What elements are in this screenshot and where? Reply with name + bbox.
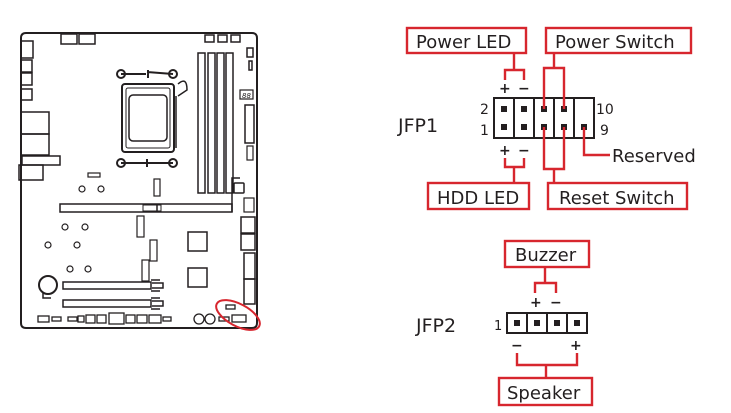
top-connectors bbox=[60, 33, 254, 71]
speaker-plus: + bbox=[570, 338, 582, 354]
pin bbox=[554, 320, 560, 326]
small-header bbox=[87, 172, 101, 178]
jfp1-diagram: JFP1 2 1 10 9 + − + − bbox=[397, 26, 696, 211]
buzzer-plus: + bbox=[530, 295, 542, 311]
pcie-slot-1 bbox=[59, 177, 245, 213]
hdd-led-label: HDD LED bbox=[437, 188, 519, 209]
debug-led-text: 88 bbox=[242, 92, 251, 100]
power-led-plus: + bbox=[499, 81, 511, 97]
pin bbox=[514, 320, 520, 326]
hdd-led-plus: + bbox=[499, 143, 511, 159]
jfp2-leader-lines bbox=[515, 268, 579, 378]
cmos-battery bbox=[38, 275, 58, 295]
bottom-headers bbox=[37, 304, 247, 325]
chipset-1 bbox=[187, 231, 208, 252]
jfp2-connector bbox=[506, 312, 588, 334]
reset-switch-label: Reset Switch bbox=[559, 188, 675, 209]
pcie-slot-2 bbox=[62, 279, 164, 292]
rear-io bbox=[18, 40, 61, 181]
pin bbox=[521, 106, 527, 112]
right-connectors bbox=[240, 216, 256, 305]
pin bbox=[501, 106, 507, 112]
header-small bbox=[246, 145, 254, 161]
chipset-2 bbox=[187, 267, 208, 288]
motherboard: 88 bbox=[18, 32, 258, 329]
jfp1-pin-2-label: 2 bbox=[480, 102, 489, 118]
power-led-minus: − bbox=[518, 81, 530, 97]
power-switch-label: Power Switch bbox=[555, 32, 675, 53]
pcie-slot-3 bbox=[62, 297, 164, 310]
buzzer-label: Buzzer bbox=[515, 245, 577, 266]
jfp2-diagram: JFP2 1 + − − + Buzzer Speaker bbox=[415, 239, 594, 407]
jfp2-title: JFP2 bbox=[415, 315, 456, 337]
jfp1-pin-10-label: 10 bbox=[596, 102, 614, 118]
jfp1-pin-9-label: 9 bbox=[600, 123, 609, 139]
atx-power-connector bbox=[244, 104, 255, 144]
jfp1-leader-lines bbox=[503, 53, 610, 183]
jfp2-pin-1-label: 1 bbox=[494, 319, 502, 334]
debug-led-display bbox=[239, 89, 254, 100]
jfp2-pins bbox=[514, 320, 580, 326]
mounting-holes bbox=[44, 223, 92, 273]
pin bbox=[501, 124, 507, 130]
power-led-label: Power LED bbox=[416, 32, 511, 53]
jfp1-label-boxes bbox=[405, 26, 693, 211]
pin bbox=[534, 320, 540, 326]
board-outline bbox=[20, 32, 258, 329]
dimm-slots bbox=[197, 52, 234, 194]
jfp1-title: JFP1 bbox=[397, 115, 438, 137]
pin bbox=[521, 124, 527, 130]
hdd-led-minus: − bbox=[518, 143, 530, 159]
jfp2-label-boxes bbox=[497, 239, 594, 407]
buzzer-minus: − bbox=[550, 295, 562, 311]
cpu-socket bbox=[116, 69, 188, 168]
m2-slot-1 bbox=[153, 178, 161, 197]
speaker-label: Speaker bbox=[507, 383, 581, 404]
speaker-minus: − bbox=[511, 338, 523, 354]
jfp-location-highlight bbox=[215, 299, 261, 331]
jfp1-pin-1-label: 1 bbox=[480, 123, 489, 139]
reserved-label: Reserved bbox=[612, 146, 696, 167]
pin bbox=[574, 320, 580, 326]
